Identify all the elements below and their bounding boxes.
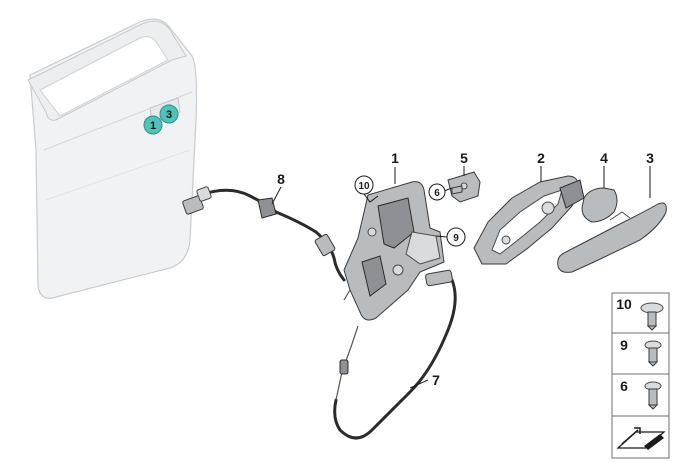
screw-9-icon (644, 340, 662, 367)
part-7-bowden-cable (333, 269, 457, 440)
door-badge-1[interactable]: 1 (143, 115, 163, 135)
screw-10-icon (640, 302, 664, 331)
callout-6: 6 (434, 188, 440, 199)
callout-7: 7 (432, 372, 440, 388)
part-3-door-handle (557, 202, 667, 273)
door-badge-1-label: 1 (150, 120, 156, 132)
part-5-bracket (447, 171, 481, 203)
arrow-plate-icon (616, 427, 666, 450)
leader-lines (271, 166, 651, 389)
legend-label-6: 6 (620, 378, 628, 394)
screw-6-illustration (451, 185, 463, 195)
door-badge-3-label: 3 (166, 109, 172, 121)
legend-label-10: 10 (616, 296, 632, 312)
legend-row-9[interactable]: 9 (620, 337, 662, 367)
part-2-handle-carrier (473, 175, 585, 265)
callout-10-circle: 10 (354, 175, 374, 195)
door-badge-3[interactable]: 3 (159, 104, 179, 124)
callout-5: 5 (460, 150, 468, 166)
callout-3: 3 (646, 150, 654, 166)
callout-6-circle: 6 (428, 183, 446, 201)
callout-2: 2 (537, 150, 545, 166)
rear-door-illustration (27, 18, 198, 299)
callout-10: 10 (358, 181, 370, 192)
callout-1: 1 (391, 150, 399, 166)
part-1-door-lock (343, 181, 445, 321)
small-parts-legend: 10 9 6 (611, 292, 670, 459)
legend-row-10[interactable]: 10 (616, 296, 664, 331)
callout-4: 4 (600, 150, 608, 166)
callout-8: 8 (277, 171, 285, 187)
screw-6-icon (644, 381, 662, 410)
callout-9-circle: 9 (446, 227, 466, 247)
part-8-wiring-harness (182, 186, 346, 282)
part-4-cover-cap (581, 187, 618, 223)
legend-row-6[interactable]: 6 (620, 378, 662, 410)
legend-label-9: 9 (620, 337, 628, 353)
callout-9: 9 (453, 233, 459, 244)
